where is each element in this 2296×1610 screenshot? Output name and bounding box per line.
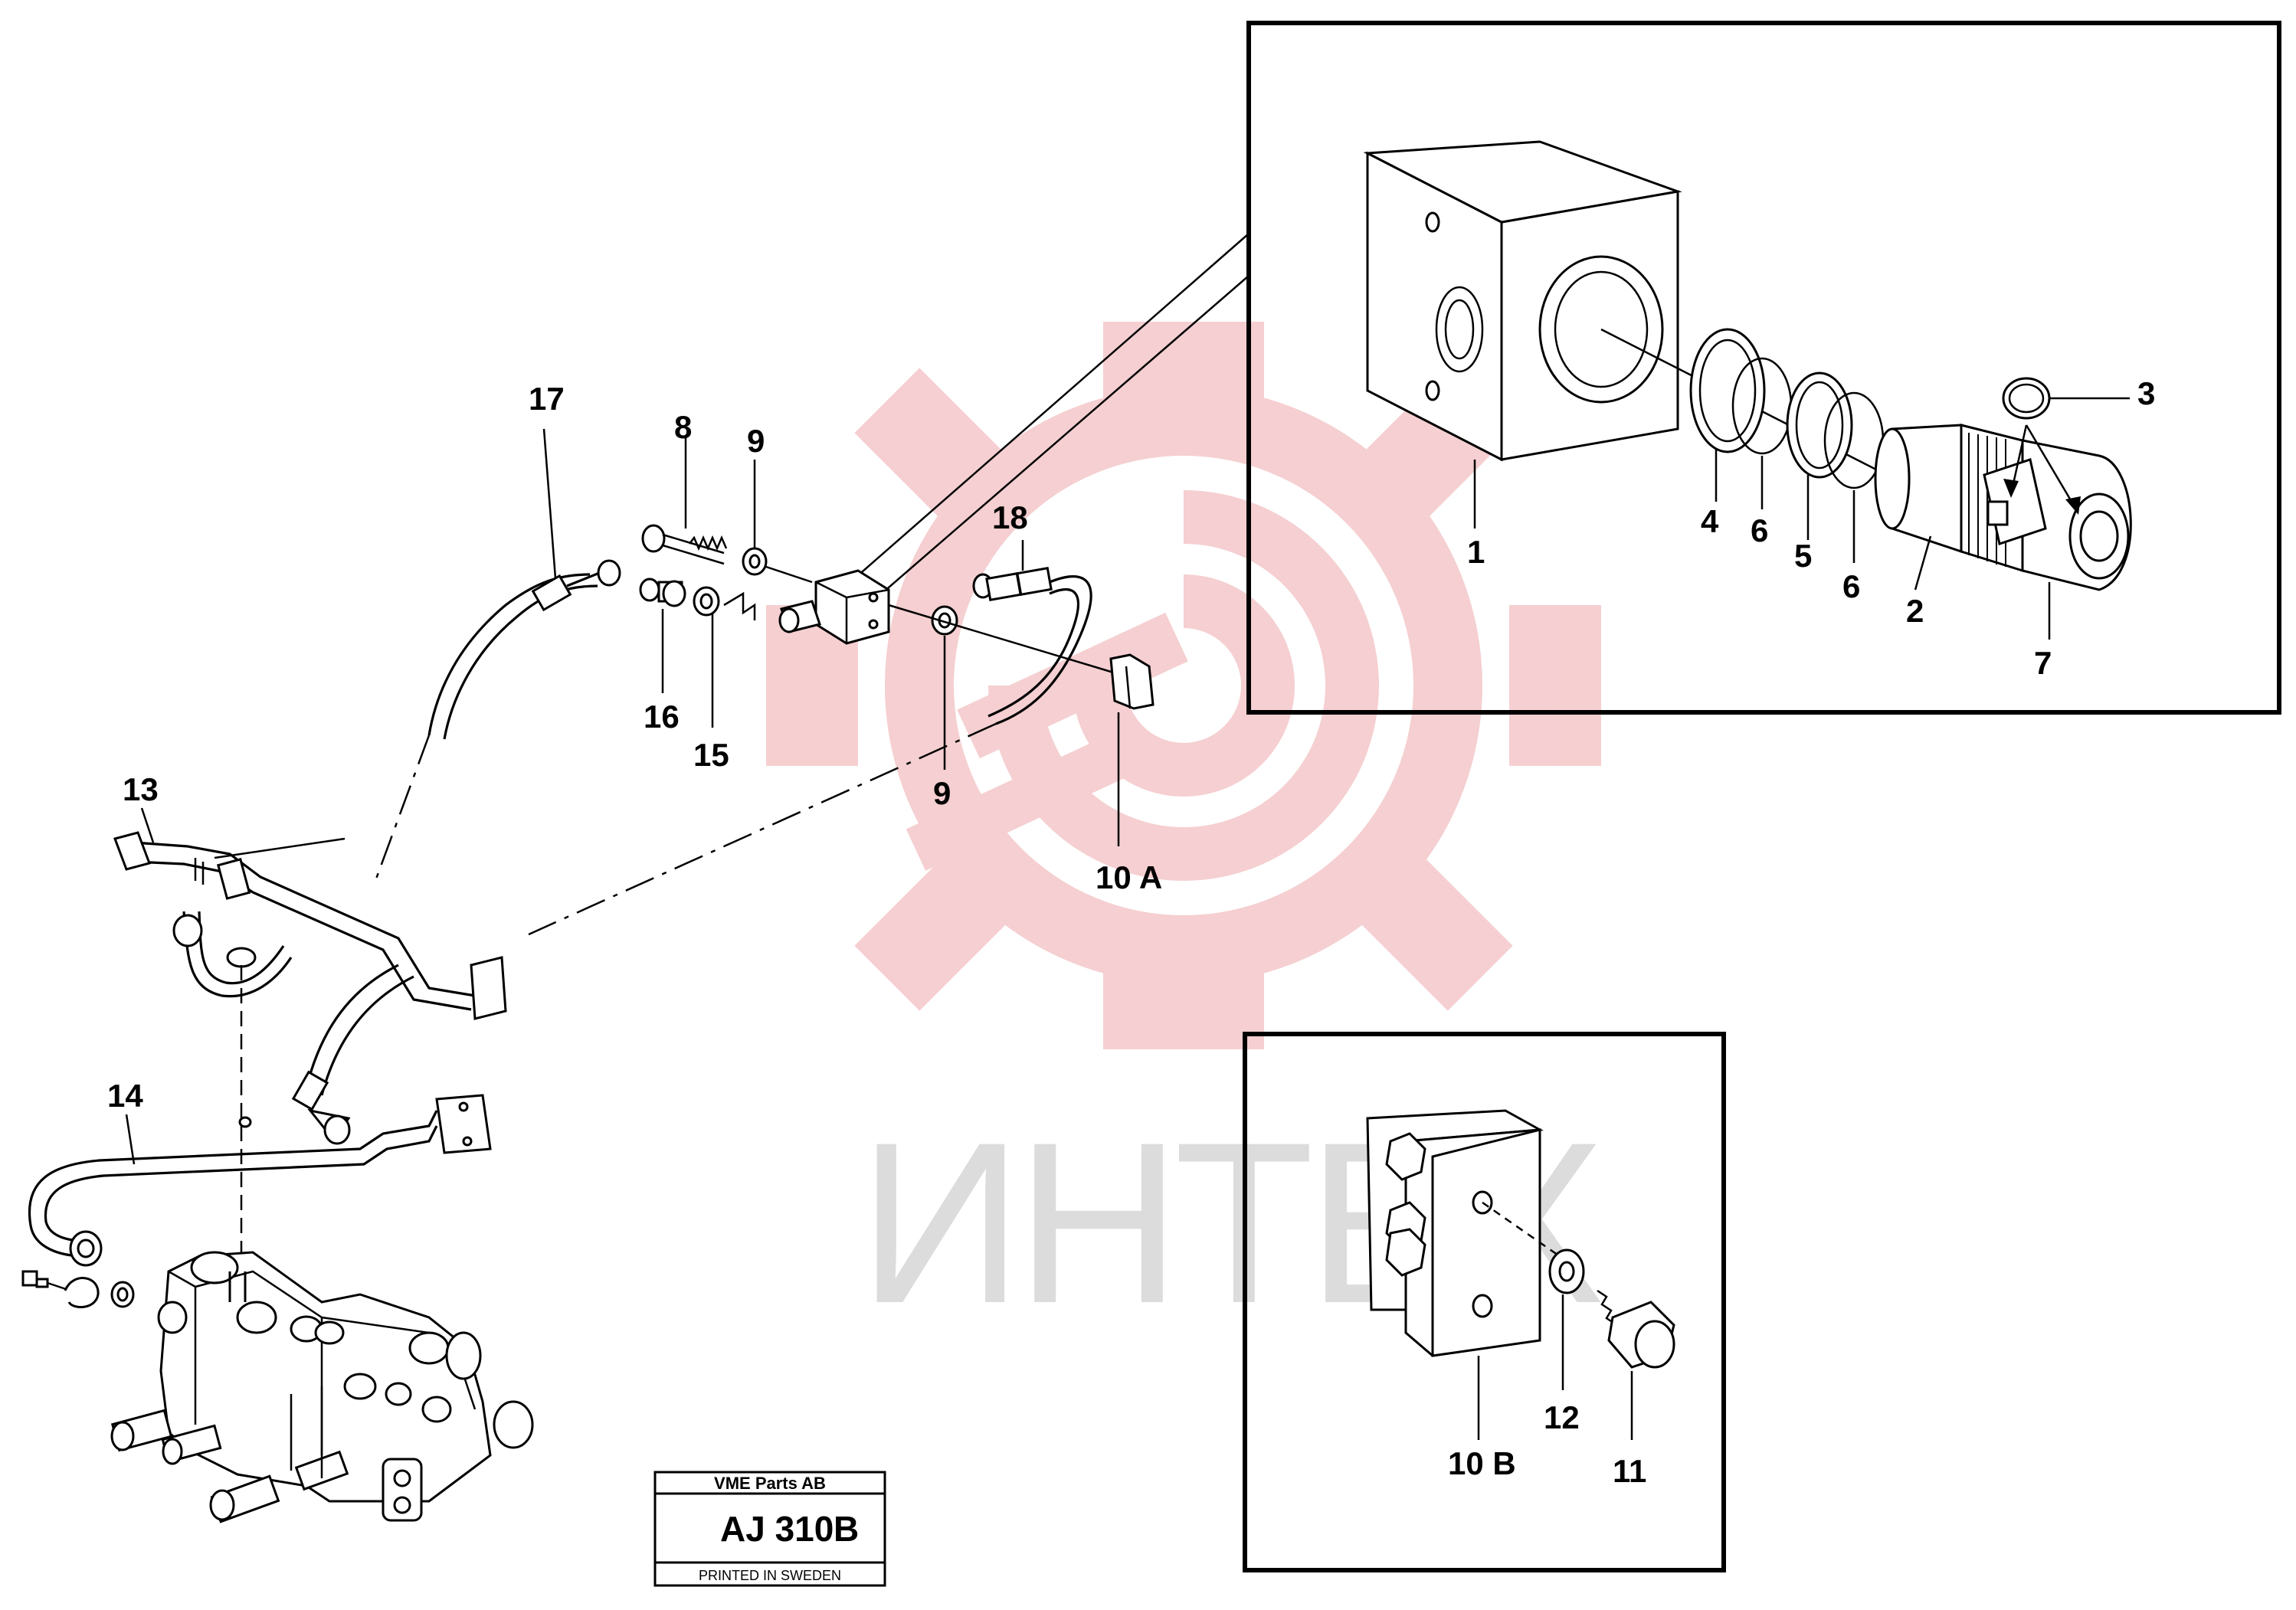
pipe-13 <box>113 831 507 1020</box>
callout-4: 4 <box>1701 503 1719 539</box>
callout-10a: 10 A <box>1096 859 1162 895</box>
pipe-14 <box>28 1094 492 1267</box>
valve-block <box>1363 140 1993 530</box>
valve-block-small <box>778 569 890 645</box>
callout-11: 11 <box>1613 1453 1646 1489</box>
main-assembly: 17 8 9 18 16 15 9 10 A 13 14 <box>21 381 1162 1523</box>
detail-box-bracket: 10 B 12 11 <box>1243 1032 1726 1572</box>
detail-box-valve: 1 4 6 5 6 2 3 7 <box>850 21 2281 715</box>
hose-clip-10a <box>1109 653 1155 710</box>
callout-3: 3 <box>2137 375 2155 411</box>
hose-fitting-18 <box>972 567 1053 601</box>
callout-5: 5 <box>1794 538 1812 574</box>
callout-7: 7 <box>2034 645 2052 681</box>
callout-9b: 9 <box>933 775 951 811</box>
callout-17: 17 <box>529 381 565 417</box>
hose-17 <box>427 559 621 740</box>
callout-8: 8 <box>674 409 692 445</box>
callout-10b: 10 B <box>1448 1445 1516 1481</box>
hex-nut <box>1385 1132 1426 1277</box>
stamp-printed: PRINTED IN SWEDEN <box>699 1568 841 1583</box>
stamp-code: AJ 310 <box>720 1509 834 1549</box>
washer-12 <box>1548 1248 1585 1294</box>
stamp-company: VME Parts AB <box>714 1474 826 1493</box>
callout-14: 14 <box>107 1078 143 1114</box>
bolt-11 <box>1597 1289 1675 1369</box>
valve-cartridge <box>1874 424 2132 591</box>
small-fittings <box>21 1270 135 1309</box>
callout-16: 16 <box>644 699 680 735</box>
callout-9a: 9 <box>747 423 765 459</box>
callout-15: 15 <box>693 737 729 773</box>
callout-2: 2 <box>1906 593 1924 629</box>
callout-1: 1 <box>1467 534 1485 570</box>
callout-12: 12 <box>1544 1399 1580 1435</box>
control-valve-body <box>110 1251 534 1523</box>
title-stamp: VME Parts AB AJ 310 B PRINTED IN SWEDEN <box>653 1471 886 1587</box>
seal-ring-4 <box>1689 328 1766 453</box>
stamp-code-suffix: B <box>834 1509 859 1549</box>
callout-18: 18 <box>992 499 1028 535</box>
union-16 <box>639 578 686 607</box>
callout-6a: 6 <box>1751 512 1768 548</box>
bolt-8 <box>641 524 728 565</box>
callout-6b: 6 <box>1842 568 1860 604</box>
seal-ring-5 <box>1786 371 1853 479</box>
callout-13: 13 <box>123 771 159 807</box>
